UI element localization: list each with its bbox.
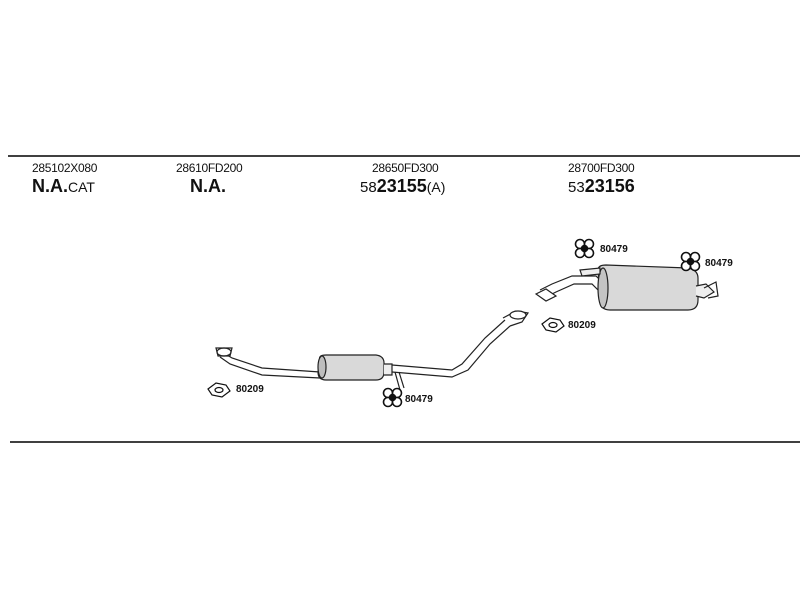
part-number: 28700FD300 <box>568 161 635 175</box>
gasket-code: 80209 <box>568 320 596 331</box>
gasket-icon <box>541 317 565 333</box>
hanger-code: 80479 <box>405 394 433 405</box>
descriptor-prefix: 58 <box>360 179 377 196</box>
gasket-code: 80209 <box>236 384 264 395</box>
part-descriptor: 5323156 <box>568 176 635 197</box>
part-number: 285102X080 <box>32 161 98 175</box>
descriptor-suffix: CAT <box>68 179 95 195</box>
rubber-hanger-icon <box>382 387 403 408</box>
hanger-code: 80479 <box>705 258 733 269</box>
part-number: 28610FD200 <box>176 161 243 175</box>
intermediate-pipe <box>391 310 530 391</box>
rubber-hanger-icon <box>574 238 595 259</box>
descriptor-prefix: 53 <box>568 179 585 196</box>
part-descriptor: N.A. <box>190 176 226 197</box>
part-number: 28650FD300 <box>372 161 439 175</box>
centre-silencer <box>317 354 393 381</box>
part-descriptor: N.A.CAT <box>32 176 95 197</box>
descriptor-main: N.A. <box>32 176 68 196</box>
gasket-icon <box>207 382 231 398</box>
descriptor-main: N.A. <box>190 176 226 196</box>
hanger-code: 80479 <box>600 244 628 255</box>
descriptor-main: 23156 <box>584 176 635 196</box>
descriptor-main: 23155 <box>376 176 427 196</box>
front-pipe <box>215 347 321 379</box>
rear-muffler <box>534 264 719 311</box>
descriptor-suffix: (A) <box>426 179 446 195</box>
rubber-hanger-icon <box>680 251 701 272</box>
part-descriptor: 5823155(A) <box>360 176 445 197</box>
